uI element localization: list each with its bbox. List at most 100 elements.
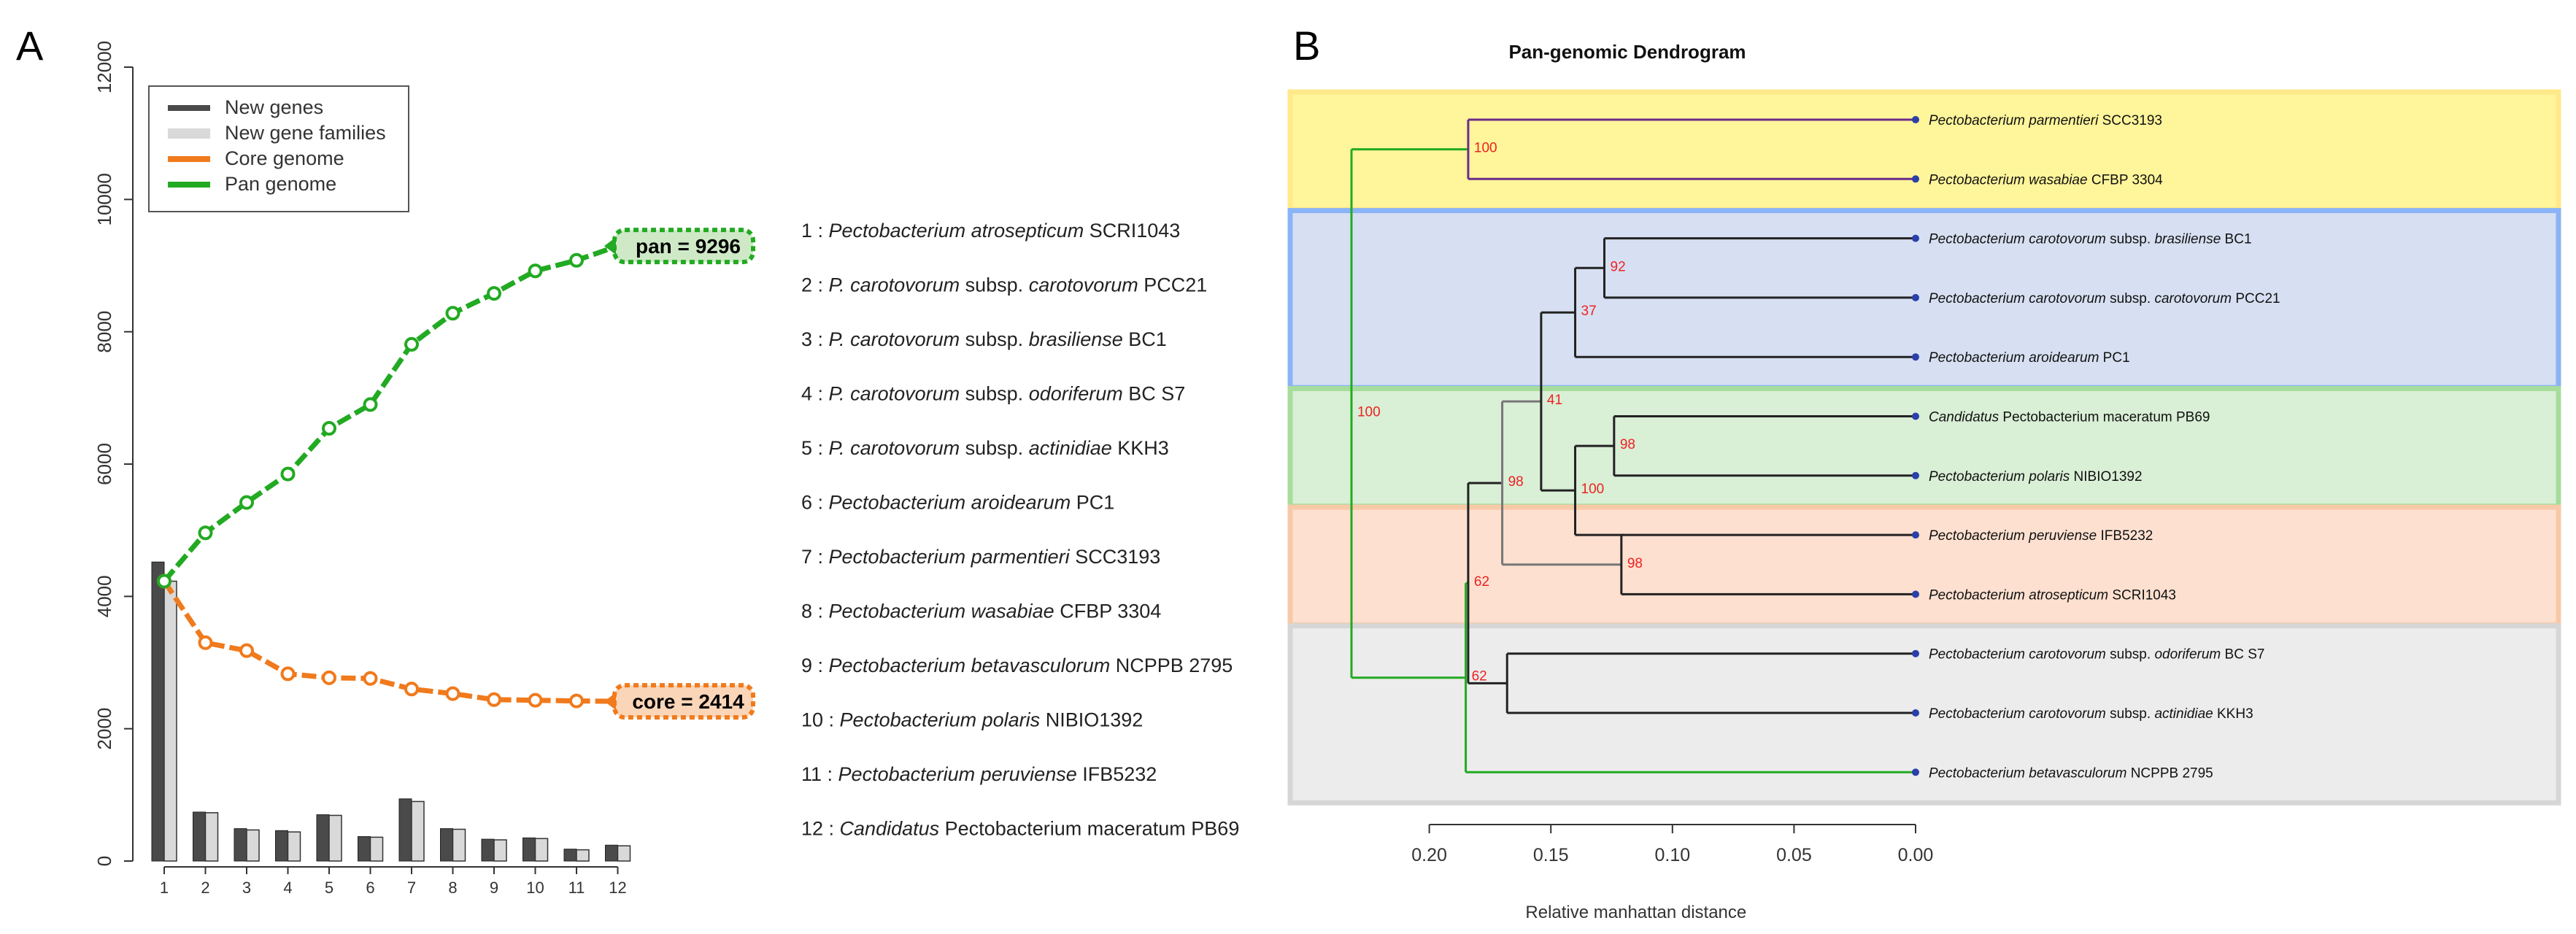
bar-new-genes xyxy=(481,838,495,862)
strain-subspecies: carotovorum xyxy=(1029,274,1138,296)
x-tick-label: 6 xyxy=(366,879,374,897)
pan-genome-line xyxy=(162,243,619,583)
legend-label: New genes xyxy=(225,96,323,118)
bootstrap-value: 100 xyxy=(1581,482,1605,497)
strain-species: P. carotovorum xyxy=(829,383,960,405)
x-tick-label: 0.15 xyxy=(1533,845,1569,865)
core-genome-point xyxy=(569,693,584,709)
core-genome-point xyxy=(487,692,501,707)
bar-new-gene-families xyxy=(411,800,425,862)
leaf-subspecies: carotovorum xyxy=(2154,291,2232,306)
strain-number: 7 : xyxy=(801,546,829,568)
leaf-point xyxy=(1912,116,1919,123)
x-tick-label: 1 xyxy=(160,879,169,897)
bar-new-gene-families xyxy=(369,836,384,862)
cluster-box xyxy=(1287,386,2561,509)
core-genome-point xyxy=(239,643,254,658)
leaf-species: Pectobacterium carotovorum xyxy=(1929,706,2106,722)
bar-new-genes xyxy=(440,828,453,862)
strain-list-item: 2 : P. carotovorum subsp. carotovorum PC… xyxy=(801,274,1207,296)
leaf-species: Pectobacterium polaris xyxy=(1929,469,2070,485)
leaf-strain: NIBIO1392 xyxy=(2070,469,2142,485)
bar-new-gene-families xyxy=(534,838,549,862)
cluster-box xyxy=(1287,208,2561,390)
y-tick-label: 0 xyxy=(93,856,115,866)
panel-a-letter: A xyxy=(16,23,44,69)
bar-new-genes xyxy=(358,835,371,862)
x-tick-label: 12 xyxy=(609,879,626,897)
strain-species: Candidatus xyxy=(840,818,940,840)
pan-genome-point xyxy=(569,252,584,268)
bar-new-genes xyxy=(605,844,618,862)
strain-number: 12 : xyxy=(801,818,840,840)
leaf-point xyxy=(1912,293,1919,301)
strain-name: Pectobacterium maceratum PB69 xyxy=(939,818,1239,840)
y-tick-label: 12000 xyxy=(93,41,115,93)
legend-label: Pan genome xyxy=(225,173,336,195)
leaf-strain: PC1 xyxy=(2099,350,2129,366)
pan-genome-point xyxy=(404,336,419,352)
y-tick-label: 8000 xyxy=(93,311,115,353)
pan-genome-point xyxy=(280,466,296,482)
strain-species: P. carotovorum xyxy=(829,274,960,296)
leaf-species: Pectobacterium peruviense xyxy=(1929,528,2097,544)
bar-new-gene-families xyxy=(246,829,260,862)
pan-genome-point xyxy=(487,286,501,301)
leaf-strain: subsp. xyxy=(2106,706,2155,722)
leaf-point xyxy=(1912,649,1919,657)
leaf-label: Pectobacterium carotovorum subsp. odorif… xyxy=(1929,647,2264,663)
leaf-label: Candidatus Pectobacterium maceratum PB69 xyxy=(1929,410,2210,425)
x-tick-label: 9 xyxy=(490,879,498,897)
strain-number: 8 : xyxy=(801,601,829,622)
bar-new-gene-families xyxy=(287,831,301,862)
legend-label: Core genome xyxy=(225,147,344,169)
leaf-point xyxy=(1912,353,1919,361)
bar-new-gene-families xyxy=(452,828,466,862)
leaf-species: Pectobacterium carotovorum xyxy=(1929,291,2106,306)
x-tick-label: 0.20 xyxy=(1411,845,1447,865)
core-genome-line xyxy=(162,579,618,704)
bootstrap-value: 62 xyxy=(1472,669,1487,684)
y-tick-label: 10000 xyxy=(93,173,115,225)
strain-name: CFBP 3304 xyxy=(1054,601,1162,622)
leaf-label: Pectobacterium carotovorum subsp. brasil… xyxy=(1929,232,2252,247)
pan-genome-point xyxy=(198,525,213,541)
leaf-species: Candidatus xyxy=(1929,410,2000,425)
core-genome-point xyxy=(280,666,296,682)
strain-list-item: 1 : Pectobacterium atrosepticum SCRI1043 xyxy=(801,220,1180,242)
strain-species: Pectobacterium betavasculorum xyxy=(829,655,1111,676)
cluster-box xyxy=(1287,89,2561,212)
strain-subspecies: actinidiae xyxy=(1029,437,1112,459)
strain-name: PCC21 xyxy=(1138,274,1208,296)
x-tick-label: 0.00 xyxy=(1898,845,1934,865)
bootstrap-value: 98 xyxy=(1620,437,1635,452)
strain-number: 1 : xyxy=(801,220,829,242)
x-tick-label: 5 xyxy=(325,879,333,897)
leaf-strain: CFBP 3304 xyxy=(2088,172,2164,188)
strain-species: Pectobacterium polaris xyxy=(840,709,1041,731)
leaf-strain: NCPPB 2795 xyxy=(2126,765,2213,781)
leaf-point xyxy=(1912,768,1919,776)
strain-number: 4 : xyxy=(801,383,829,405)
bar-new-gene-families xyxy=(328,814,342,862)
leaf-strain: SCC3193 xyxy=(2098,113,2162,128)
pan-annotation-label: pan = 9296 xyxy=(636,235,741,258)
leaf-strain: PCC21 xyxy=(2232,291,2280,306)
core-genome-point xyxy=(198,635,213,650)
bar-new-genes xyxy=(234,828,247,862)
strain-name: NCPPB 2795 xyxy=(1110,655,1233,676)
strain-list-item: 9 : Pectobacterium betavasculorum NCPPB … xyxy=(801,655,1233,676)
pan-genome-point xyxy=(363,397,378,412)
strain-list-item: 10 : Pectobacterium polaris NIBIO1392 xyxy=(801,709,1143,731)
leaf-strain: subsp. xyxy=(2106,647,2155,663)
y-tick-label: 2000 xyxy=(93,708,115,750)
x-tick-label: 7 xyxy=(407,879,416,897)
strain-species: P. carotovorum xyxy=(829,437,960,459)
bootstrap-value: 98 xyxy=(1627,556,1643,571)
y-tick-label: 4000 xyxy=(93,575,115,617)
strain-species: P. carotovorum xyxy=(829,328,960,350)
leaf-strain: KKH3 xyxy=(2213,706,2253,722)
cluster-box xyxy=(1287,623,2561,806)
